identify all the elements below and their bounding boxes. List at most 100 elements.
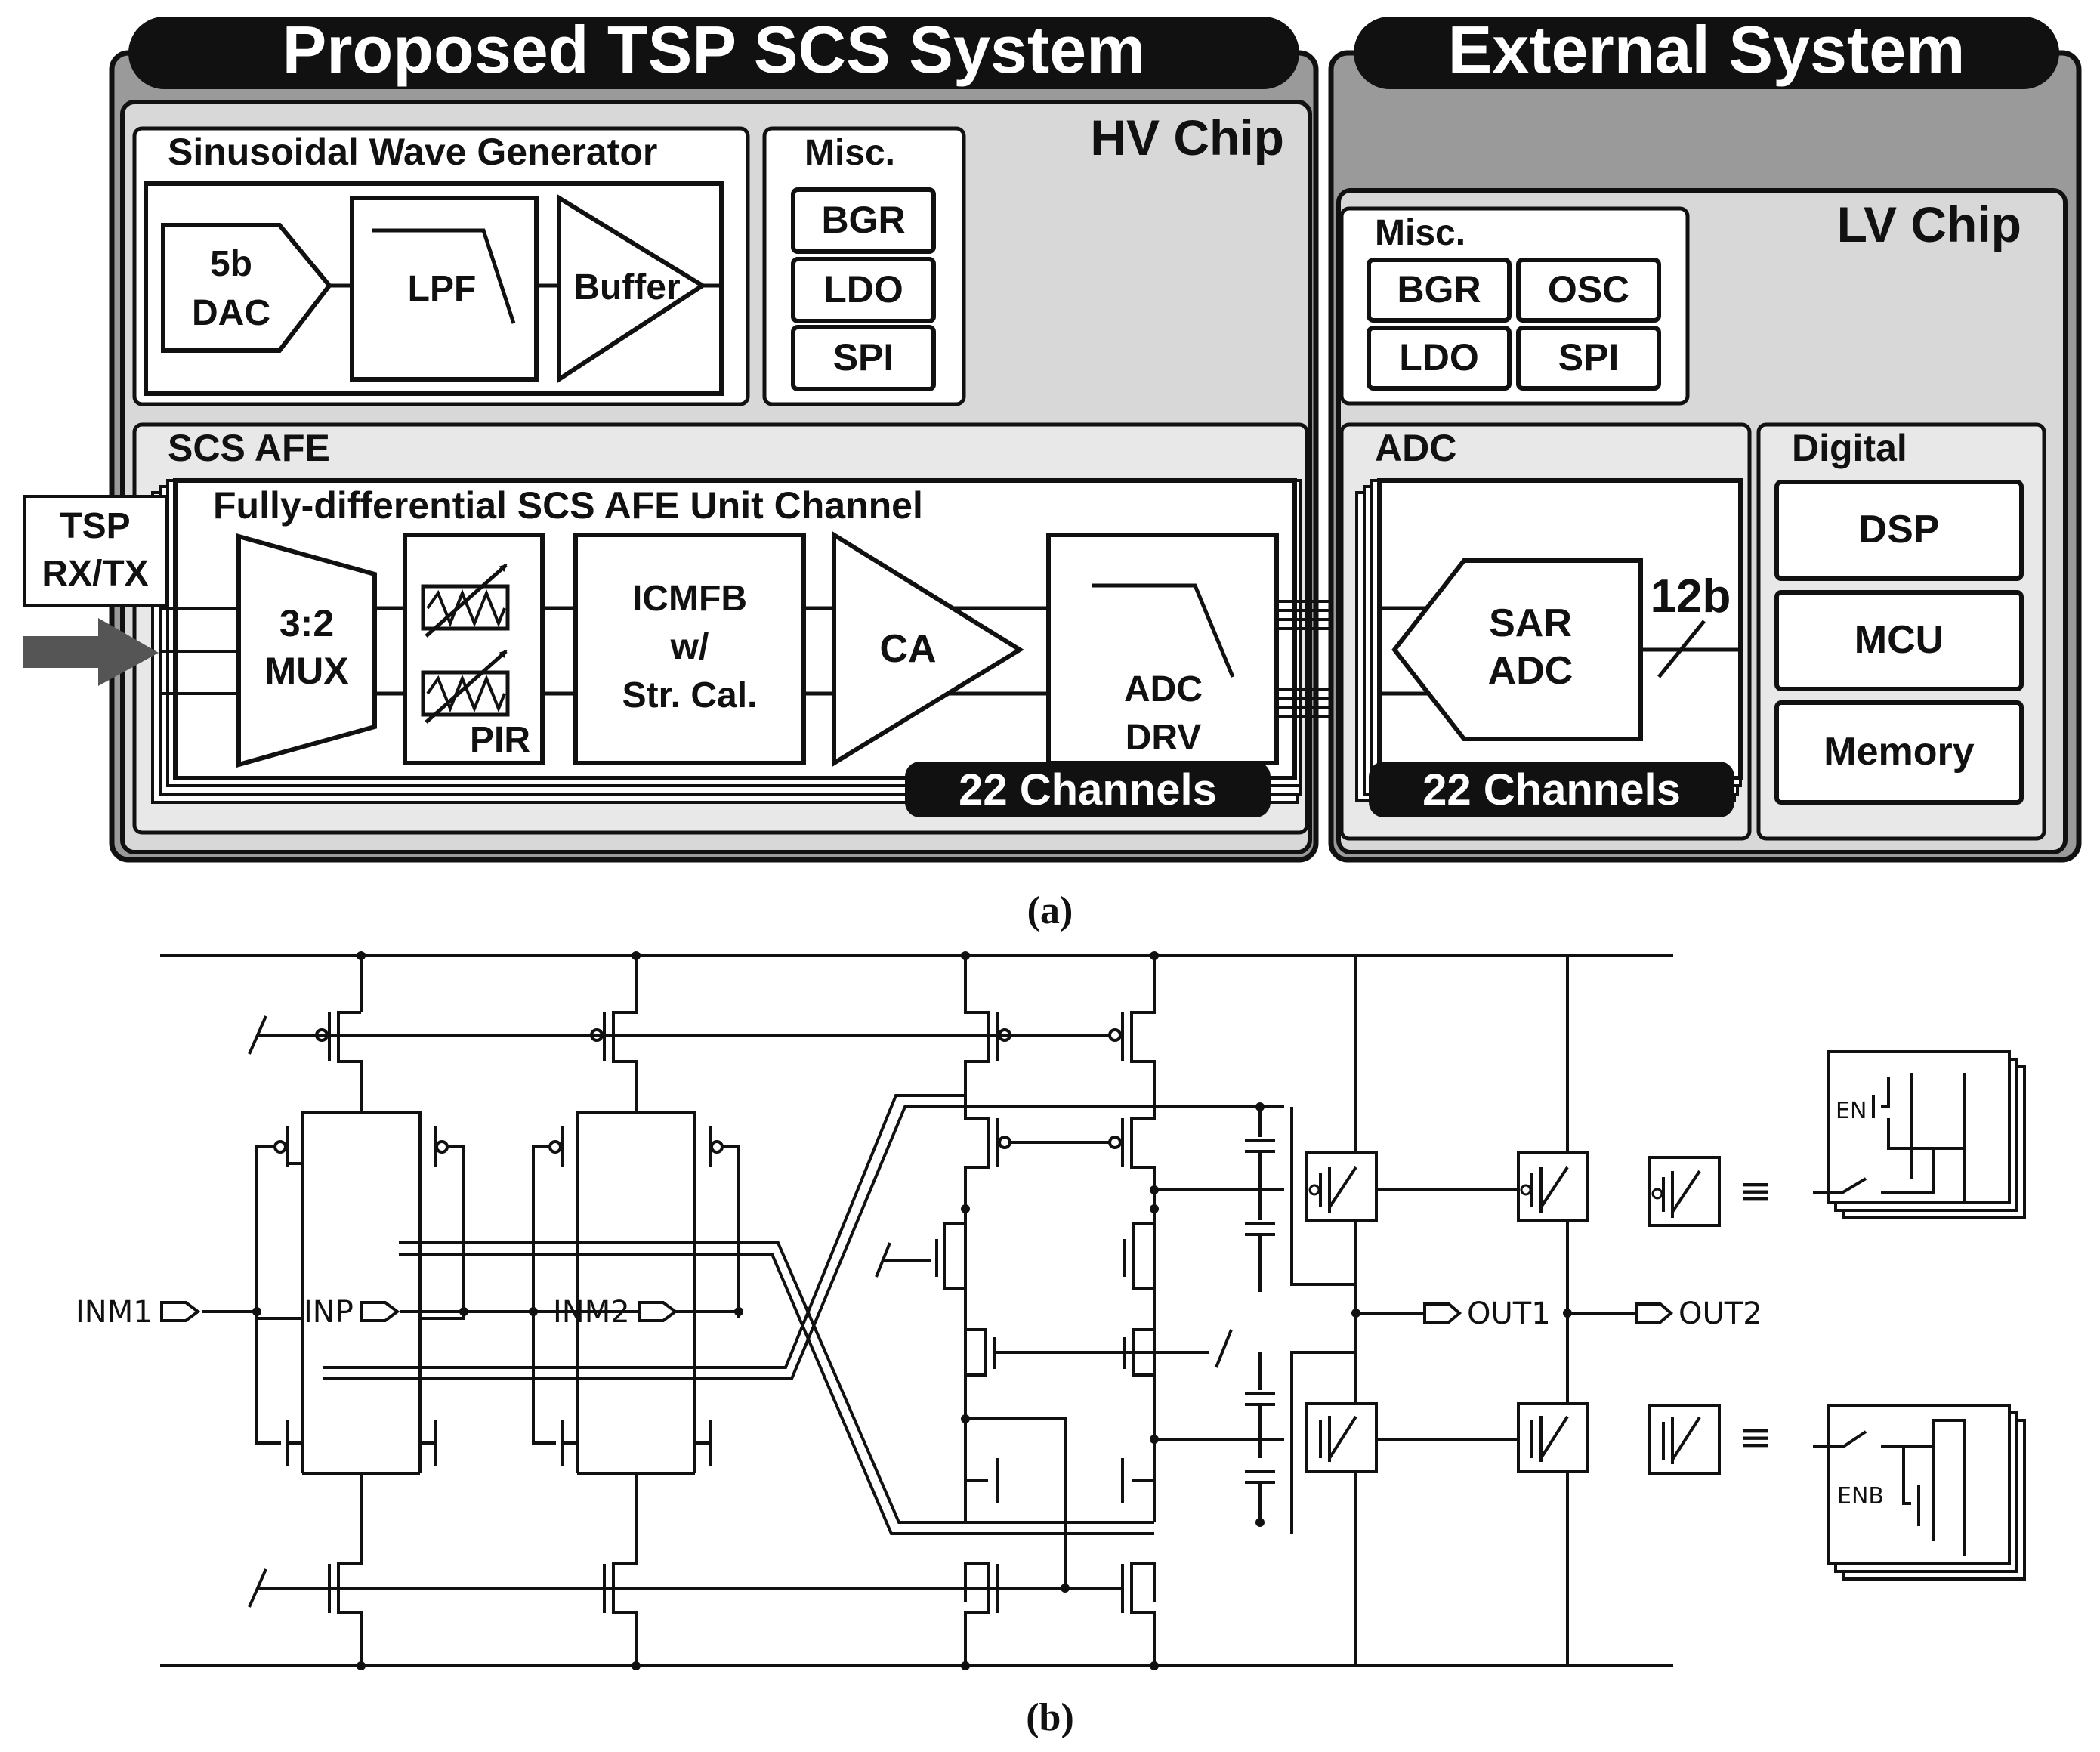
figure-b-schematic: OUT1 OUT2 INM1 INP INM2 ≡ EN — [76, 951, 2026, 1739]
mux-block — [236, 533, 377, 768]
ldo-lv-block — [1367, 326, 1512, 391]
icmfb-block — [573, 533, 806, 765]
spi-lv-block — [1516, 326, 1661, 391]
out2-pin-icon — [1635, 1302, 1674, 1324]
memory-label: Memory — [1824, 730, 1974, 774]
variable-resistor-icon — [421, 670, 510, 717]
scs-afe-title: SCS AFE — [168, 427, 330, 469]
switch-equivalent-bottom: ≡ ENB — [1648, 1404, 2026, 1581]
adc-title: ADC — [1375, 427, 1456, 469]
enb-label: ENB — [1837, 1483, 1884, 1509]
external-system-header — [1354, 17, 2059, 89]
mux-label-1: 3:2 — [279, 602, 334, 644]
pir-block — [403, 533, 545, 765]
misc-hv-title: Misc. — [804, 133, 895, 173]
figure-a: Proposed TSP SCS System HV Chip Sinusoid… — [23, 12, 2082, 932]
ldo-lv-label: LDO — [1399, 336, 1479, 379]
cascode-stack — [875, 1080, 1284, 1593]
pir-label: PIR — [470, 720, 530, 760]
adc-driver-block — [1046, 533, 1279, 765]
switch-detail-box-top — [1827, 1050, 2011, 1204]
tsp-rxtx-box — [23, 495, 168, 607]
tsp-input-arrow-icon — [23, 618, 159, 686]
caption-a: (a) — [1027, 889, 1073, 932]
proposed-system-header — [128, 17, 1299, 89]
dsp-block — [1774, 480, 2024, 581]
memory-block — [1774, 700, 2024, 805]
variable-resistor-icon — [421, 584, 510, 631]
icmfb-label-1: ICMFB — [632, 579, 747, 619]
bgr-lv-block — [1367, 258, 1512, 323]
icmfb-label-2: w/ — [670, 627, 709, 667]
equiv-sign-bottom: ≡ — [1739, 1415, 1772, 1460]
pmos-bias-row — [248, 951, 1159, 1112]
rxtx-label: RX/TX — [42, 554, 148, 594]
nmos-pair-1 — [255, 1318, 437, 1519]
icmfb-label-3: Str. Cal. — [622, 675, 758, 715]
out1-label: OUT1 — [1467, 1296, 1551, 1331]
spi-hv-block — [791, 325, 936, 391]
osc-lv-label: OSC — [1548, 268, 1629, 311]
input-pair-1 — [255, 1111, 465, 1320]
spi-lv-label: SPI — [1558, 336, 1620, 379]
adc-driver-label-2: DRV — [1126, 718, 1201, 758]
afe-unit-channel-title: Fully-differential SCS AFE Unit Channel — [213, 484, 923, 527]
inp-pin-icon — [360, 1301, 400, 1322]
output-switch-boxes — [1305, 1151, 1589, 1473]
lpf-label: LPF — [408, 269, 477, 309]
buffer-label: Buffer — [573, 267, 680, 307]
ldo-hv-label: LDO — [823, 268, 903, 311]
inm2-pin-icon — [638, 1301, 678, 1322]
buffer-block — [557, 193, 707, 384]
input-pins: INM1 INP INM2 — [76, 1295, 678, 1330]
switch-equivalent-top: ≡ EN — [1648, 1050, 2026, 1227]
mcu-label: MCU — [1854, 618, 1944, 662]
dac-label-1: 5b — [210, 244, 252, 284]
sar-adc-label-2: ADC — [1488, 649, 1573, 693]
ca-label: CA — [879, 627, 936, 671]
sar-adc-label-1: SAR — [1489, 601, 1572, 645]
hv-chip-label: HV Chip — [1090, 110, 1284, 165]
equiv-sign-top: ≡ — [1739, 1169, 1772, 1214]
out1-pin-icon — [1423, 1302, 1462, 1324]
bus-width-slash-icon — [1657, 620, 1706, 678]
nmos-bias-row — [248, 1519, 1159, 1670]
misc-lv-title: Misc. — [1375, 213, 1465, 253]
lpf-block — [350, 196, 539, 382]
caption-b: (b) — [1026, 1696, 1074, 1739]
mcu-block — [1774, 590, 2024, 691]
compensation-caps — [1245, 1102, 1356, 1534]
bgr-lv-label: BGR — [1397, 268, 1481, 311]
ldo-hv-block — [791, 257, 936, 323]
output-switch-box-top-2 — [1517, 1151, 1589, 1222]
inm2-label: INM2 — [553, 1295, 630, 1330]
lv-chip-label: LV Chip — [1837, 196, 2021, 252]
dsp-label: DSP — [1859, 508, 1940, 552]
dac-label-2: DAC — [192, 293, 270, 333]
osc-lv-block — [1516, 258, 1661, 323]
digital-title: Digital — [1792, 427, 1907, 469]
inm1-label: INM1 — [76, 1295, 153, 1330]
mux-label-2: MUX — [264, 650, 348, 692]
en-label: EN — [1836, 1098, 1867, 1124]
bgr-hv-label: BGR — [821, 199, 905, 241]
cross-wires — [323, 1094, 1284, 1535]
inm1-pin-icon — [160, 1301, 201, 1322]
afe-channels-badge — [905, 762, 1271, 817]
adc-driver-response-icon — [1092, 583, 1235, 678]
ca-block — [832, 530, 1024, 768]
nmos-pair-2 — [532, 1318, 712, 1519]
adc-bits-label: 12b — [1651, 570, 1731, 623]
dac-block — [161, 223, 332, 353]
external-system-title: External System — [1448, 12, 1966, 87]
sine-generator-title: Sinusoidal Wave Generator — [168, 131, 657, 173]
spi-hv-label: SPI — [833, 336, 894, 379]
bgr-hv-block — [791, 187, 936, 254]
lpf-response-icon — [372, 228, 516, 324]
input-pair-2 — [532, 1111, 740, 1318]
sar-adc-block — [1391, 558, 1643, 741]
afe-channels-label: 22 Channels — [959, 765, 1217, 814]
inp-label: INP — [304, 1295, 354, 1330]
adc-channels-label: 22 Channels — [1422, 765, 1681, 814]
